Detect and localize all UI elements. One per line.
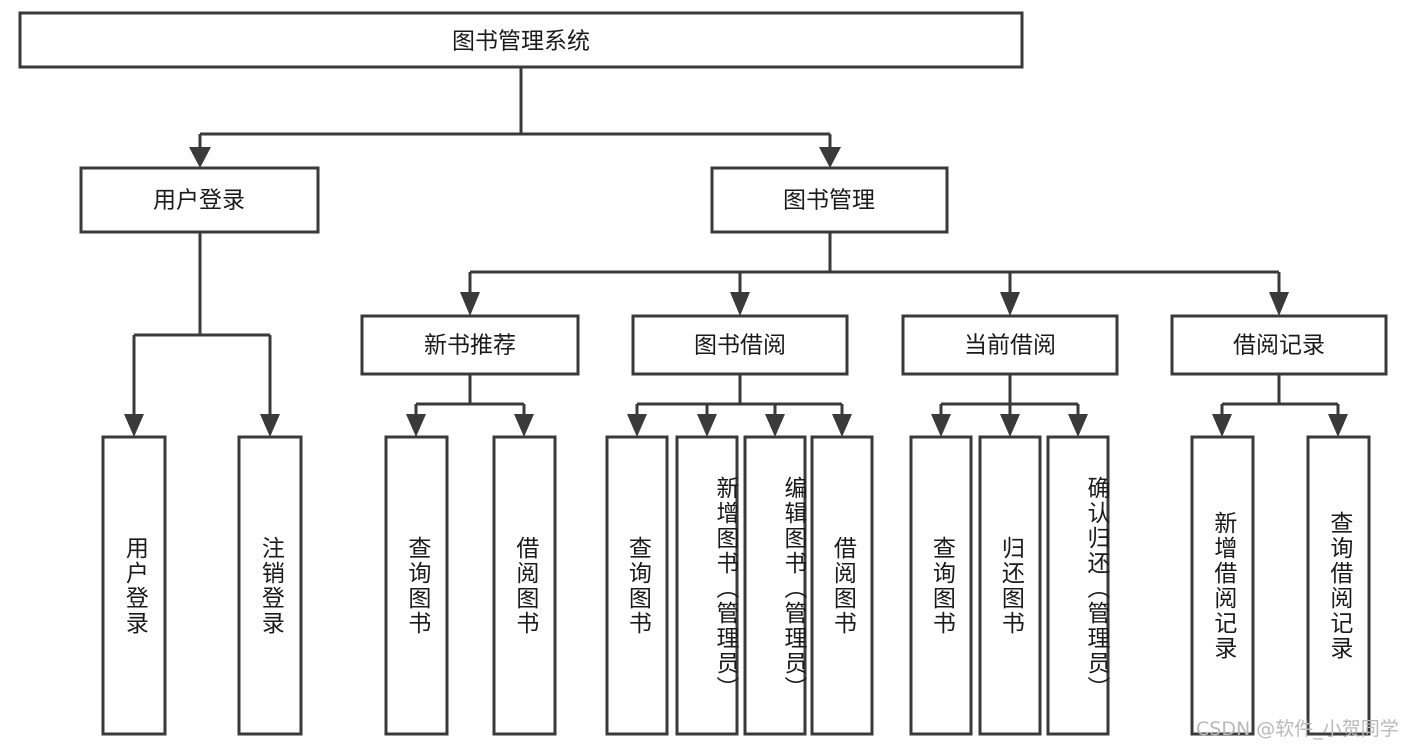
node-new-book-rec-label: 新书推荐 <box>424 333 516 359</box>
node-book-borrow[interactable] <box>631 314 849 376</box>
node-leaf-edit-book[interactable] <box>743 435 807 736</box>
arrowhead-book-borrow <box>730 292 750 316</box>
node-current-borrow-label: 当前借阅 <box>964 333 1056 359</box>
node-leaf-query-book-2[interactable] <box>605 435 669 736</box>
node-borrow-record[interactable] <box>1170 314 1388 376</box>
node-leaf-user-login[interactable] <box>101 435 167 736</box>
node-leaf-return-book[interactable] <box>978 435 1042 736</box>
node-leaf-borrow-book-2[interactable] <box>810 435 874 736</box>
node-book-manage[interactable] <box>710 166 949 234</box>
connector-group-book-borrow <box>627 374 852 437</box>
node-current-borrow[interactable] <box>901 314 1119 376</box>
arrowhead-book-manage <box>819 147 841 168</box>
node-new-book-rec[interactable] <box>360 314 580 376</box>
node-user-login-label: 用户登录 <box>153 188 245 214</box>
node-borrow-record-label: 借阅记录 <box>1233 333 1325 359</box>
node-leaf-add-record[interactable] <box>1190 435 1255 736</box>
node-root[interactable] <box>18 11 1024 69</box>
node-leaf-borrow-book-1[interactable] <box>492 435 557 736</box>
connector-group-book-manage <box>460 232 1289 316</box>
connector-group-user-login <box>124 232 280 437</box>
node-book-manage-label: 图书管理 <box>783 188 875 214</box>
arrowhead-current-borrow <box>1000 292 1020 316</box>
arrowhead-leaf-query-book-2 <box>627 414 647 437</box>
arrowhead-leaf-return-book <box>1000 414 1020 437</box>
node-book-borrow-label: 图书借阅 <box>694 333 786 359</box>
node-user-login[interactable] <box>79 166 320 234</box>
arrowhead-leaf-confirm-return <box>1068 414 1088 437</box>
connector-group-root <box>189 67 841 168</box>
arrowhead-leaf-edit-book <box>765 414 785 437</box>
node-leaf-confirm-return[interactable] <box>1046 435 1110 736</box>
node-leaf-query-book-3[interactable] <box>909 435 973 736</box>
node-leaf-query-record[interactable] <box>1306 435 1371 736</box>
node-leaf-user-logout[interactable] <box>237 435 303 736</box>
arrowhead-leaf-borrow-book-2 <box>832 414 852 437</box>
arrowhead-leaf-user-login <box>124 414 144 437</box>
connector-group-current-borrow <box>931 374 1088 437</box>
csdn-watermark: CSDN @软件_小贺同学 <box>1196 718 1399 740</box>
connector-group-borrow-record <box>1212 374 1348 437</box>
node-root-label: 图书管理系统 <box>452 29 590 55</box>
arrowhead-leaf-borrow-book-1 <box>514 414 534 437</box>
arrowhead-leaf-query-record <box>1328 414 1348 437</box>
arrowhead-borrow-record <box>1269 292 1289 316</box>
arrowhead-user-login <box>189 147 211 168</box>
arrowhead-leaf-query-book-3 <box>931 414 951 437</box>
arrowhead-new-book-rec <box>460 292 480 316</box>
arrowhead-leaf-user-logout <box>260 414 280 437</box>
connector-group-new-book-rec <box>406 374 534 437</box>
arrowhead-leaf-add-record <box>1212 414 1232 437</box>
arrowhead-leaf-query-book-1 <box>406 414 426 437</box>
arrowhead-leaf-add-book <box>697 414 717 437</box>
node-leaf-add-book[interactable] <box>675 435 739 736</box>
node-leaf-query-book-1[interactable] <box>384 435 449 736</box>
